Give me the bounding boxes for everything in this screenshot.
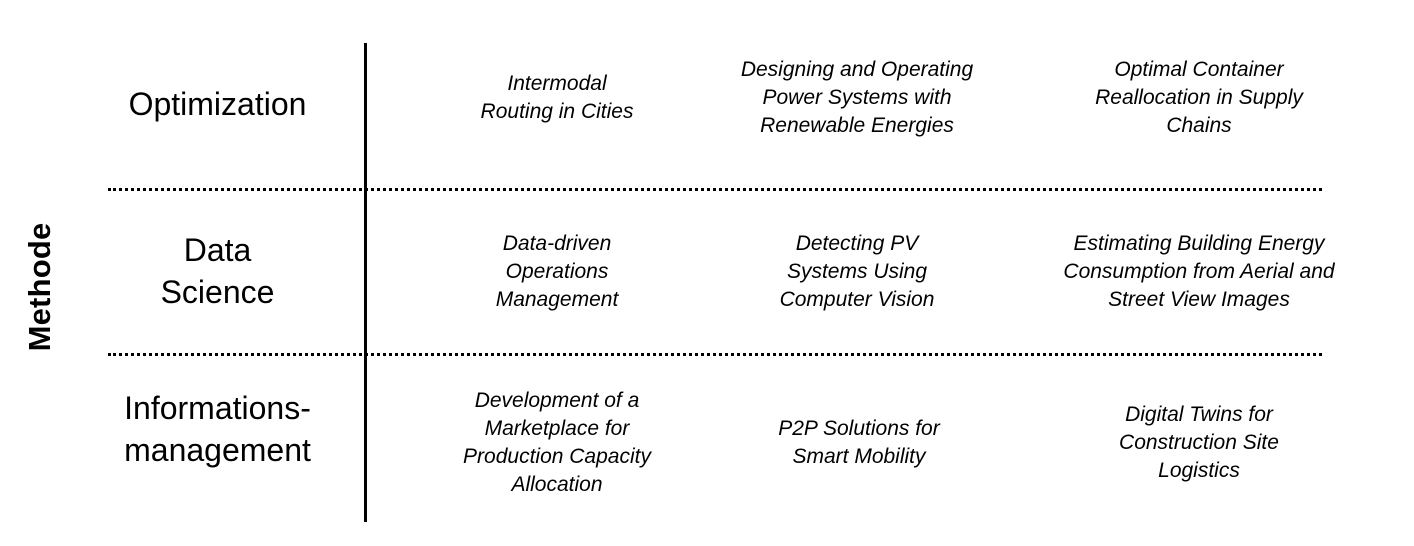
cell-line: Production Capacity — [463, 445, 651, 468]
row-label-data-science: Data Science — [95, 229, 340, 313]
row-label-line: management — [124, 432, 311, 468]
cell-line: Detecting PV — [795, 232, 919, 255]
cell-container-reallocation: Optimal Container Reallocation in Supply… — [1039, 56, 1359, 140]
cell-line: Optimal Container — [1114, 58, 1284, 81]
cell-line: Renewable Energies — [760, 114, 954, 137]
cell-detecting-pv: Detecting PV Systems Using Computer Visi… — [697, 230, 1017, 314]
cell-line: Estimating Building Energy — [1073, 232, 1325, 255]
row-label-line: Informations- — [124, 390, 311, 426]
cell-line: Chains — [1166, 114, 1232, 137]
cell-line: Designing and Operating — [740, 58, 974, 81]
methode-axis-label: Methode — [22, 222, 57, 352]
cell-line: Digital Twins for — [1125, 403, 1273, 426]
cell-line: Marketplace for — [484, 417, 630, 440]
row-label-informationsmanagement: Informations- management — [95, 387, 340, 471]
cell-line: Routing in Cities — [480, 100, 634, 123]
cell-line: Smart Mobility — [792, 445, 926, 468]
cell-line: Consumption from Aerial and — [1063, 260, 1335, 283]
cell-line: Management — [495, 288, 619, 311]
cell-data-driven-operations: Data-driven Operations Management — [397, 230, 717, 314]
cell-line: Systems Using — [786, 260, 928, 283]
cell-power-systems: Designing and Operating Power Systems wi… — [697, 56, 1017, 140]
row-divider-2 — [108, 353, 1322, 356]
cell-line: Data-driven — [502, 232, 612, 255]
cell-building-energy: Estimating Building Energy Consumption f… — [1039, 230, 1359, 314]
cell-line: Power Systems with — [762, 86, 952, 109]
cell-line: Logistics — [1158, 459, 1240, 482]
row-label-line: Optimization — [128, 86, 307, 122]
cell-p2p-mobility: P2P Solutions for Smart Mobility — [699, 415, 1019, 471]
cell-line: Development of a — [474, 389, 640, 412]
cell-marketplace-production: Development of a Marketplace for Product… — [397, 387, 717, 499]
vertical-divider — [364, 43, 367, 522]
row-divider-1 — [108, 188, 1322, 191]
cell-line: Street View Images — [1108, 288, 1290, 311]
cell-line: Reallocation in Supply — [1095, 86, 1303, 109]
row-label-line: Data — [183, 232, 252, 268]
cell-line: P2P Solutions for — [778, 417, 940, 440]
cell-line: Allocation — [511, 473, 603, 496]
cell-line: Intermodal — [507, 72, 607, 95]
cell-intermodal-routing: Intermodal Routing in Cities — [397, 70, 717, 126]
cell-line: Computer Vision — [779, 288, 935, 311]
cell-line: Construction Site — [1119, 431, 1279, 454]
row-label-optimization: Optimization — [95, 83, 340, 125]
row-label-line: Science — [160, 274, 275, 310]
cell-digital-twins: Digital Twins for Construction Site Logi… — [1039, 401, 1359, 485]
cell-line: Operations — [505, 260, 609, 283]
